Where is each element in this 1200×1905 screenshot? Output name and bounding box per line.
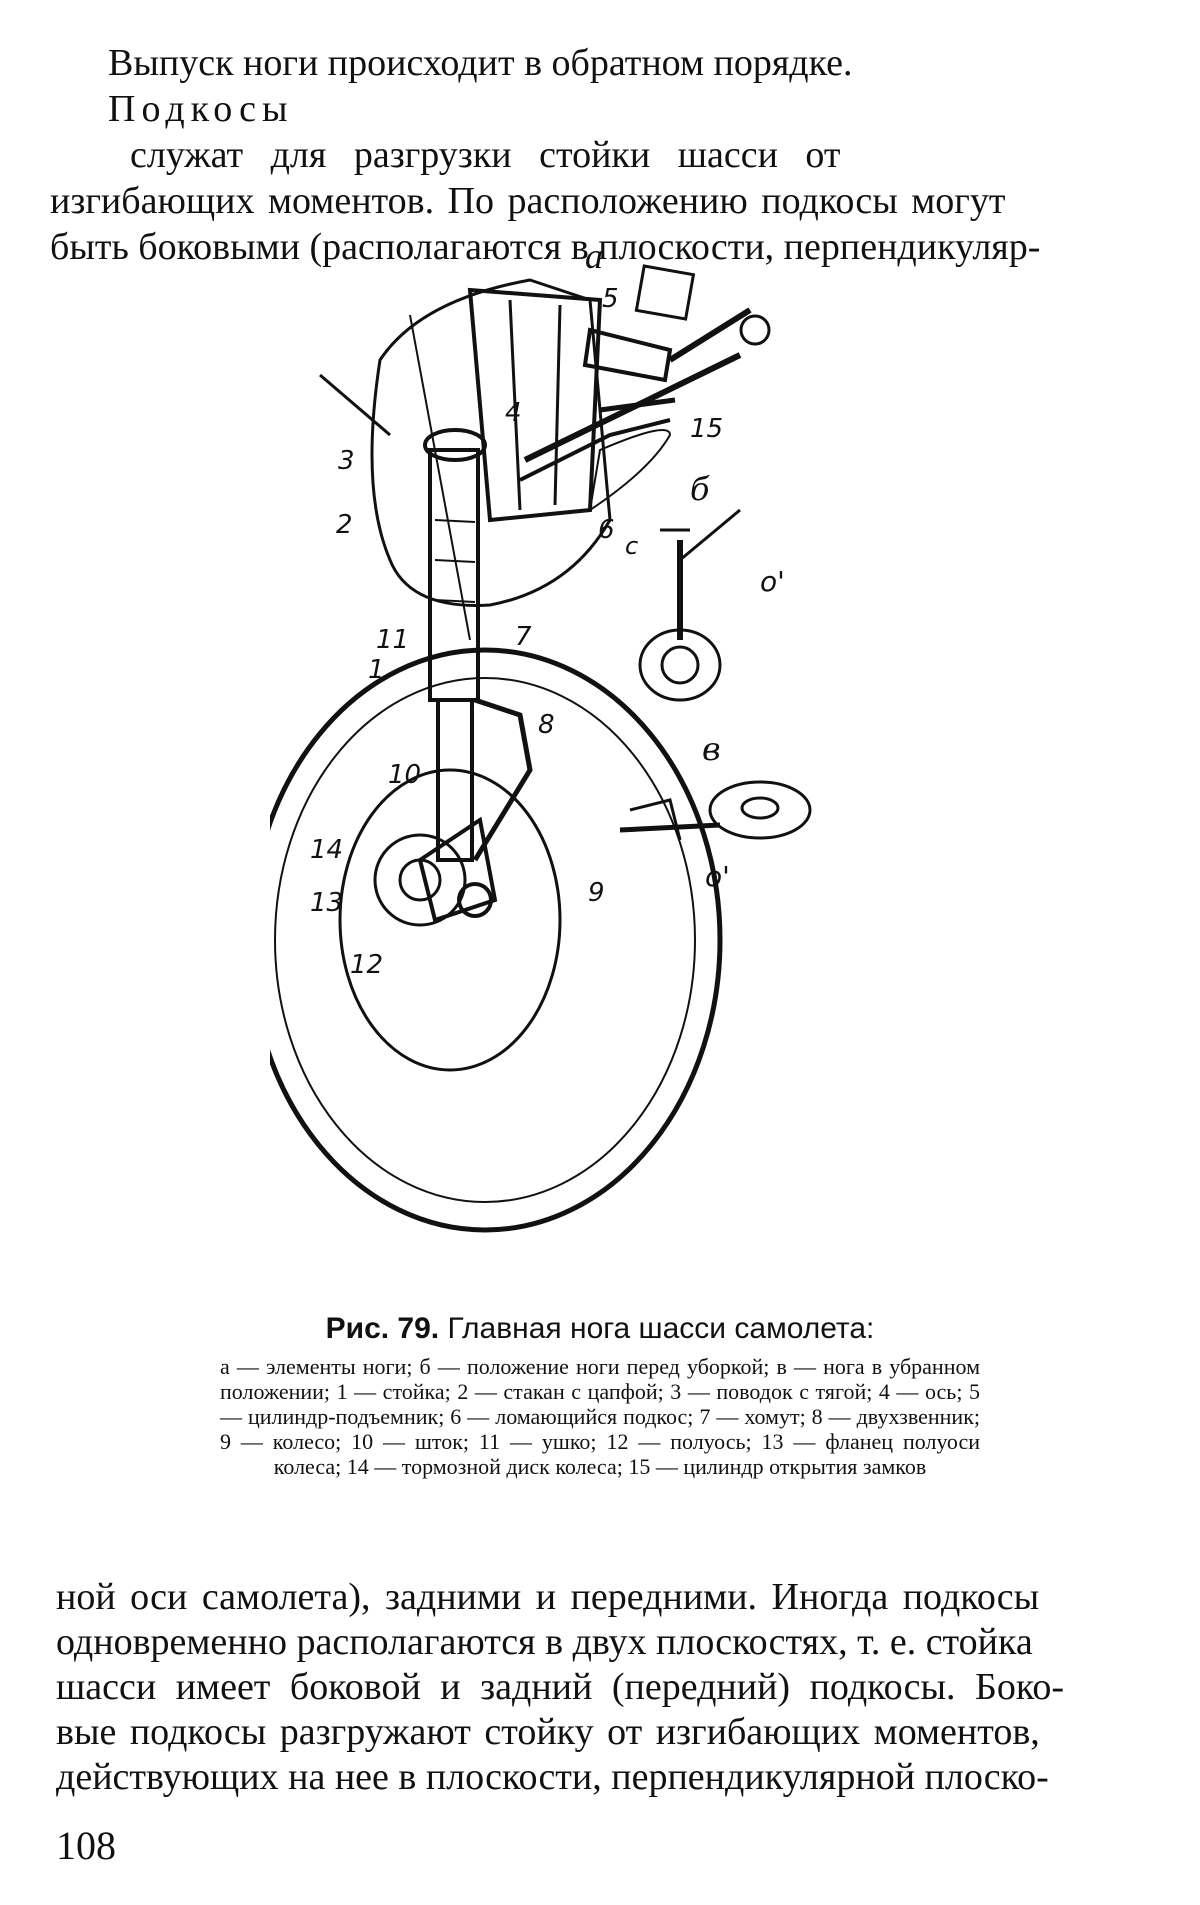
text-line: ной оси самолета), задними и передними. … [56,1576,1040,1618]
callout-13: 13 [310,888,344,918]
text-line: шасси имеет боковой и задний (передний) … [56,1666,1065,1708]
callout-9: 9 [588,878,605,908]
caption-legend: а — элементы ноги; б — положение ноги пе… [220,1354,980,1479]
label-o-prime-2: о' [705,860,730,893]
text-line: Выпуск ноги происходит в обратном порядк… [108,42,853,84]
bottom-paragraph: ной оси самолета), задними и передними. … [56,1575,1136,1800]
figure-number: Рис. 79. [325,1312,440,1345]
callout-14: 14 [310,835,344,865]
callout-2: 2 [336,510,353,540]
page-number: 108 [56,1823,116,1868]
callout-6: 6 [598,515,615,545]
text-line: Подкосы служат для разгрузки стойки шасс… [50,86,1130,178]
term-podkosy: Подкосы [108,88,294,130]
top-paragraph: Выпуск ноги происходит в обратном порядк… [50,40,1130,270]
text-line: действующих на нее в плоскости, перпенди… [56,1756,1049,1798]
callout-5: 5 [602,284,619,314]
text-line: вые подкосы разгружают стойку от изгибаю… [56,1711,1040,1753]
label-o-prime-1: о' [760,565,785,598]
figure-caption: Рис. 79. Главная нога шасси самолета: а … [220,1312,980,1479]
landing-gear-drawing [270,264,812,1233]
caption-title: Рис. 79. Главная нога шасси самолета: [220,1312,980,1346]
text-line: быть боковыми (располагаются в плоскости… [50,226,1041,268]
text-line: одновременно располагаются в двух плоско… [56,1621,1033,1663]
label-c: с [625,532,639,560]
text-fragment: служат для разгрузки стойки шасси от [130,134,841,176]
callout-10: 10 [388,760,422,790]
landing-gear-figure: 5 4 15 3 2 6 7 11 1 8 10 14 13 9 12 б с … [270,260,970,1310]
figure-label-b: б [690,470,710,508]
callout-1: 1 [368,655,385,685]
figure-label-a: а [585,236,603,276]
figure-label-v: в [702,730,721,768]
callout-3: 3 [338,446,355,476]
caption-heading: Главная нога шасси самолета: [447,1312,875,1345]
callout-7: 7 [515,622,532,652]
callout-12: 12 [350,950,384,980]
text-line: изгибающих моментов. По расположению под… [50,180,1006,222]
callout-8: 8 [538,710,555,740]
callout-15: 15 [690,414,724,444]
callout-4: 4 [505,398,522,428]
callout-11: 11 [376,625,410,655]
